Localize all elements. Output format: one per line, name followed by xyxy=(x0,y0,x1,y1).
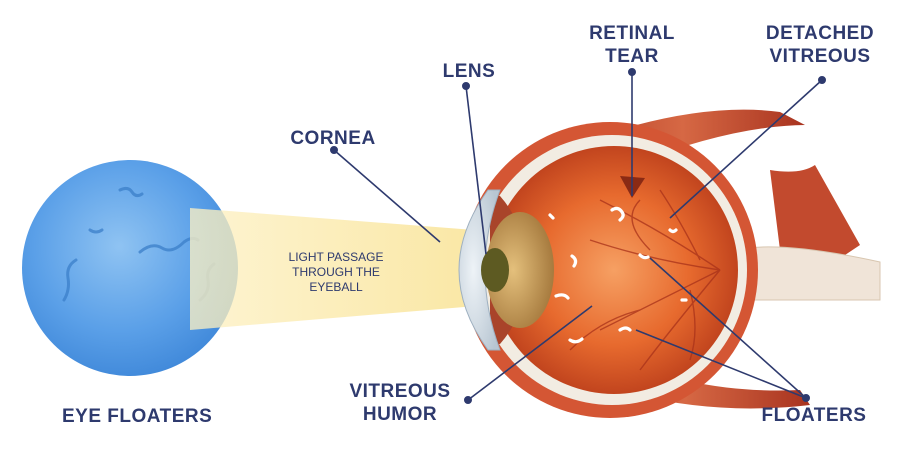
vitreous-humor-label: VITREOUS HUMOR xyxy=(340,380,460,426)
detached-vitreous-line-1: DETACHED xyxy=(765,23,875,44)
vitreous-humor-line-1: VITREOUS xyxy=(349,381,451,402)
retinal-tear-leader-dot xyxy=(627,68,636,77)
floaters-label: FLOATERS xyxy=(761,405,867,426)
leader-lines xyxy=(329,68,826,404)
floater-view-circle xyxy=(22,160,238,376)
optic-muscle xyxy=(770,165,860,265)
optic-nerve xyxy=(734,246,881,301)
cornea-label: CORNEA xyxy=(290,128,376,149)
light-passage-label: LIGHT PASSAGE THROUGH THE EYEBALL xyxy=(276,250,396,295)
eye-floater-blobs xyxy=(548,206,688,344)
cornea-shape xyxy=(458,189,501,351)
light-passage-line-1: LIGHT PASSAGE xyxy=(288,250,384,264)
lens-label: LENS xyxy=(442,61,496,82)
lens-leader xyxy=(465,85,487,255)
retinal-tear-line-1: RETINAL xyxy=(589,23,675,44)
floaters-leader-dot xyxy=(801,393,810,402)
lens-leader-dot xyxy=(461,82,470,91)
vitreous-humor-line-2: HUMOR xyxy=(362,404,438,425)
detached-vitreous-label: DETACHED VITREOUS xyxy=(752,22,888,68)
eye-floaters-label: EYE FLOATERS xyxy=(62,406,213,427)
cornea-leader-dot xyxy=(329,146,338,155)
floaters-leader-1 xyxy=(649,257,807,399)
retinal-veins xyxy=(569,189,721,371)
vitreous-humor-leader-dot xyxy=(463,395,472,404)
detached-vitreous-line-2: VITREOUS xyxy=(769,46,871,67)
cornea-leader xyxy=(333,149,441,243)
light-passage-line-2: THROUGH THE xyxy=(292,265,380,279)
pupil xyxy=(481,248,509,292)
light-passage-line-3: EYEBALL xyxy=(309,280,363,294)
detached-vitreous-leader-dot xyxy=(817,76,826,85)
vitreous-humor-leader xyxy=(467,305,593,401)
retinal-tear-label: RETINAL TEAR xyxy=(582,22,682,68)
eye-interior xyxy=(490,146,738,394)
retinal-tear-line-2: TEAR xyxy=(605,46,659,67)
lens-shape xyxy=(486,212,554,328)
floaters-leader-2 xyxy=(635,329,807,399)
detached-vitreous-leader xyxy=(669,79,823,219)
light-beam xyxy=(190,208,500,330)
